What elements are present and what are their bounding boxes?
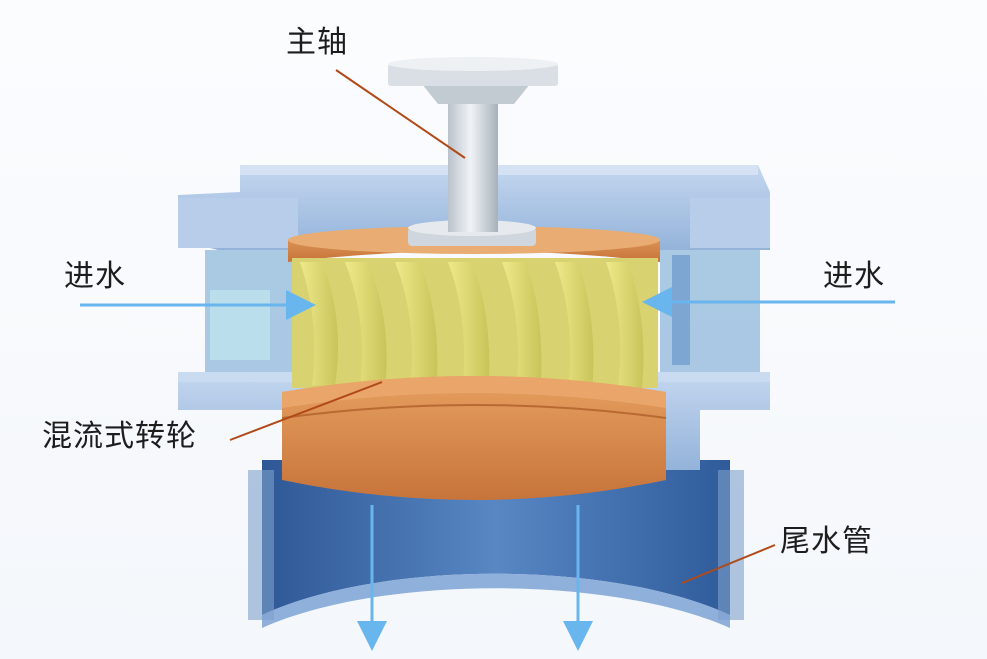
leader-draft-tube [681, 544, 776, 584]
runner-band [281, 376, 667, 500]
water-inlet-left-label: 进水 [64, 259, 126, 294]
draft-tube-label: 尾水管 [780, 524, 873, 559]
runner-label: 混流式转轮 [42, 419, 197, 454]
leader-main-shaft [335, 69, 466, 159]
flow-arrows [80, 287, 895, 651]
main-shaft [388, 57, 558, 246]
leader-lines [229, 69, 776, 584]
runner-blades [292, 258, 658, 395]
leader-runner [229, 381, 383, 441]
guide-vane-panels [205, 250, 760, 372]
water-inlet-right-label: 进水 [823, 259, 885, 294]
draft-tube [248, 460, 744, 628]
main-shaft-label: 主轴 [286, 25, 348, 60]
